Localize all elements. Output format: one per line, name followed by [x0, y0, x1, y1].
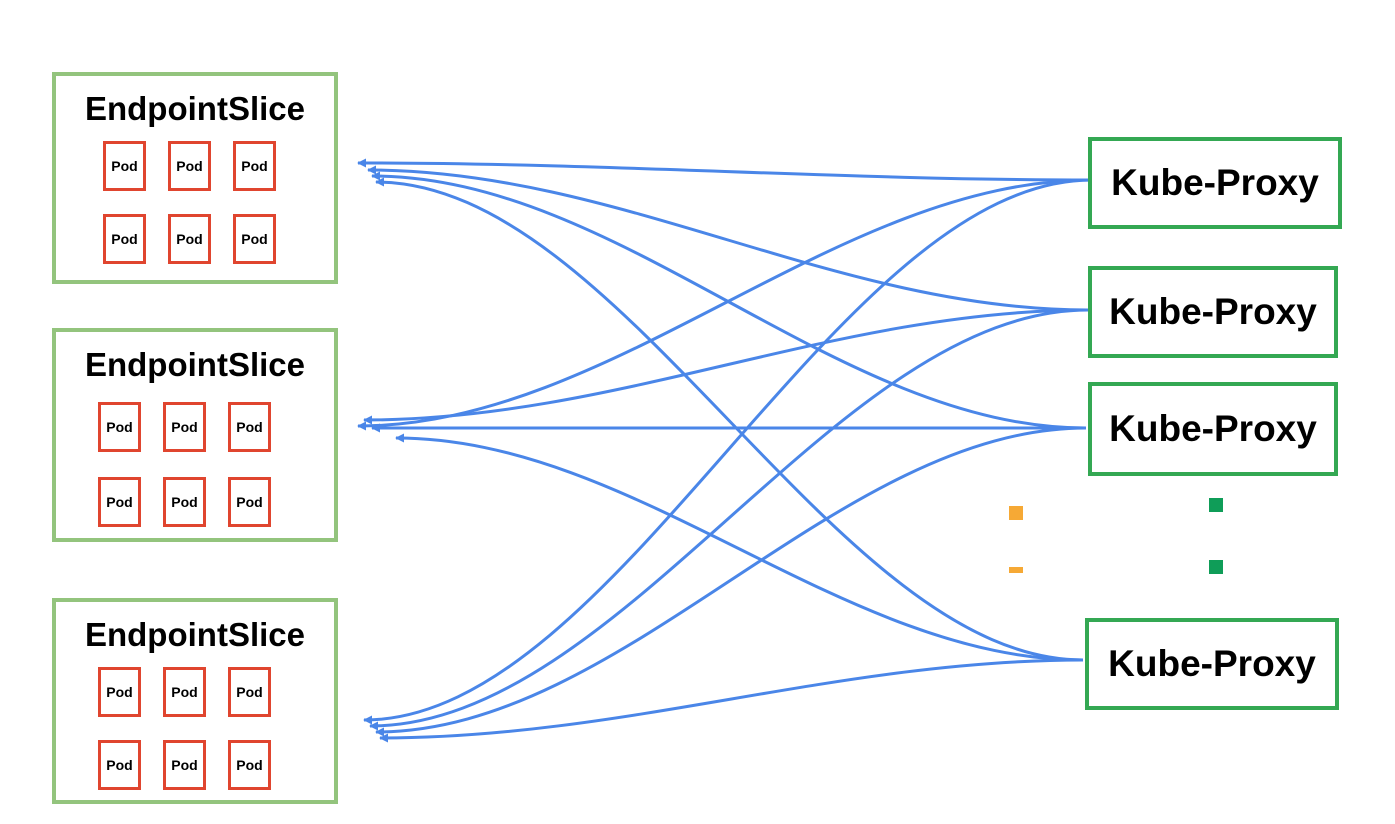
pod: Pod	[168, 141, 211, 191]
kube-proxy-1: Kube-Proxy	[1088, 137, 1342, 229]
connection-arrow-kube-proxy-1-to-endpoint-slice-1	[357, 158, 1093, 182]
endpoint-slice-title: EndpointSlice	[84, 346, 305, 383]
connection-arrow-kube-proxy-2-to-endpoint-slice-2	[363, 308, 1089, 425]
ellipsis-dot-orange	[1009, 567, 1023, 573]
pod: Pod	[98, 740, 141, 790]
pod: Pod	[233, 214, 276, 264]
pod: Pod	[228, 402, 271, 452]
kube-proxy-4: Kube-Proxy	[1085, 618, 1339, 710]
connection-arrow-kube-proxy-4-to-endpoint-slice-1	[375, 177, 1084, 662]
pod: Pod	[98, 402, 141, 452]
endpoint-slice-1: EndpointSlice Pod Pod Pod Pod Pod Pod	[52, 72, 338, 284]
endpoint-slice-2: EndpointSlice Pod Pod Pod Pod Pod Pod	[52, 328, 338, 542]
kube-proxy-3: Kube-Proxy	[1088, 382, 1338, 476]
ellipsis-dot-orange	[1009, 506, 1023, 520]
pod: Pod	[163, 667, 206, 717]
pod: Pod	[228, 667, 271, 717]
pod: Pod	[163, 740, 206, 790]
pod: Pod	[163, 477, 206, 527]
connection-arrow-kube-proxy-2-to-endpoint-slice-1	[367, 165, 1089, 312]
ellipsis-dot-green	[1209, 560, 1223, 574]
kube-proxy-2: Kube-Proxy	[1088, 266, 1338, 358]
connection-arrow-kube-proxy-4-to-endpoint-slice-2	[395, 433, 1084, 662]
ellipsis-dot-green	[1209, 498, 1223, 512]
pod: Pod	[98, 477, 141, 527]
connection-arrow-kube-proxy-3-to-endpoint-slice-3	[375, 426, 1087, 737]
connection-arrow-kube-proxy-1-to-endpoint-slice-2	[357, 178, 1093, 431]
connection-arrow-kube-proxy-2-to-endpoint-slice-3	[369, 308, 1089, 731]
pod: Pod	[103, 214, 146, 264]
pod: Pod	[228, 740, 271, 790]
pod: Pod	[163, 402, 206, 452]
pod: Pod	[233, 141, 276, 191]
connection-arrow-kube-proxy-3-to-endpoint-slice-1	[371, 171, 1087, 430]
pod: Pod	[168, 214, 211, 264]
connection-arrow-kube-proxy-1-to-endpoint-slice-3	[363, 178, 1093, 725]
pod: Pod	[98, 667, 141, 717]
endpoint-slice-3: EndpointSlice Pod Pod Pod Pod Pod Pod	[52, 598, 338, 804]
pod: Pod	[103, 141, 146, 191]
endpoint-slice-title: EndpointSlice	[84, 616, 305, 653]
endpoint-slice-title: EndpointSlice	[84, 90, 305, 127]
pod: Pod	[228, 477, 271, 527]
connection-arrow-kube-proxy-4-to-endpoint-slice-3	[379, 658, 1084, 743]
